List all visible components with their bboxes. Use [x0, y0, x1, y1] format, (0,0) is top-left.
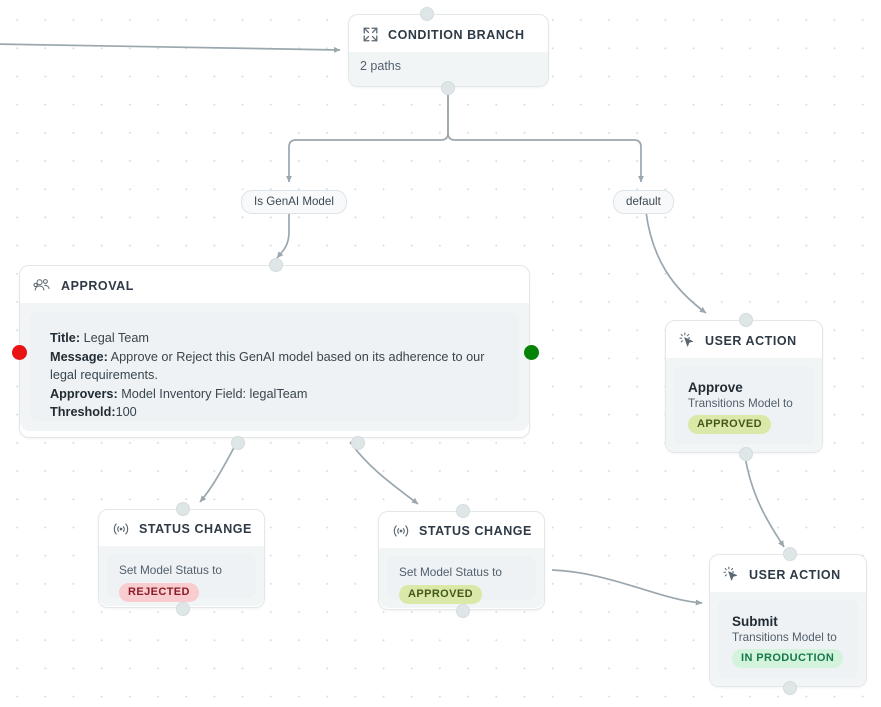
users-group-icon: [33, 277, 52, 294]
edge-default-to-user-approve: [645, 211, 707, 314]
approval-message-row: Message: Approve or Reject this GenAI mo…: [50, 348, 501, 385]
handle-top[interactable]: [420, 7, 434, 21]
broadcast-icon: [392, 523, 410, 539]
node-user-action-submit[interactable]: USER ACTION Submit Transitions Model to …: [709, 547, 867, 695]
node-body: Title: Legal Team Message: Approve or Re…: [20, 303, 529, 431]
node-body: Approve Transitions Model to APPROVED: [666, 358, 822, 452]
approval-title-row: Title: Legal Team: [50, 329, 501, 348]
status-badge: APPROVED: [688, 415, 771, 434]
node-header: STATUS CHANGE: [379, 512, 544, 548]
user-action-panel: Approve Transitions Model to APPROVED: [674, 366, 814, 444]
handle-bottom-left[interactable]: [231, 436, 245, 450]
approval-threshold-row: Threshold:100: [50, 403, 501, 422]
handle-top[interactable]: [739, 313, 753, 327]
broadcast-icon: [112, 521, 130, 537]
status-badge: IN PRODUCTION: [732, 649, 844, 668]
approval-title-label: Title:: [50, 331, 81, 345]
status-change-line: Set Model Status to: [119, 563, 222, 577]
approval-title-value: Legal Team: [80, 331, 149, 345]
click-cursor-icon: [723, 566, 740, 583]
node-header: APPROVAL: [20, 266, 529, 303]
node-title: APPROVAL: [61, 278, 134, 293]
status-panel: Set Model Status to APPROVED: [387, 556, 536, 604]
edge-incoming: [0, 43, 341, 53]
node-user-action-approve[interactable]: USER ACTION Approve Transitions Model to…: [665, 313, 823, 461]
handle-top[interactable]: [456, 504, 470, 518]
handle-bottom[interactable]: [783, 681, 797, 695]
branch-label-text: default: [626, 195, 661, 208]
approval-message-label: Message:: [50, 349, 108, 364]
user-action-transition-text: Transitions Model to: [732, 631, 837, 644]
edge-approved-to-submit: [551, 569, 703, 606]
paths-count-label: 2 paths: [360, 59, 402, 73]
edge-branch-to-genai: [286, 94, 449, 183]
edge-approval-to-approved: [349, 441, 419, 505]
expand-arrows-icon: [362, 26, 379, 43]
approval-threshold-value: 100: [115, 405, 137, 420]
node-body: Set Model Status to REJECTED: [99, 546, 264, 606]
user-action-name: Approve: [688, 380, 743, 395]
approval-threshold-label: Threshold:: [50, 405, 116, 420]
node-approval[interactable]: APPROVAL Title: Legal Team Message: Appr…: [12, 258, 539, 450]
click-cursor-icon: [679, 332, 696, 349]
branch-label-default[interactable]: default: [613, 190, 674, 214]
branch-label-text: Is GenAI Model: [254, 195, 334, 208]
status-badge: REJECTED: [119, 583, 199, 602]
handle-bottom-right[interactable]: [351, 436, 365, 450]
approval-approvers-row: Approvers: Model Inventory Field: legalT…: [50, 385, 501, 404]
handle-top[interactable]: [269, 258, 283, 272]
node-title: USER ACTION: [749, 567, 841, 582]
edge-approve-to-submit: [744, 455, 785, 548]
node-condition-branch[interactable]: CONDITION BRANCH 2 paths: [348, 7, 549, 95]
node-title: STATUS CHANGE: [419, 524, 532, 538]
user-action-transition-text: Transitions Model to: [688, 397, 793, 410]
node-header: USER ACTION: [666, 321, 822, 358]
port-reject[interactable]: [12, 345, 27, 360]
node-title: USER ACTION: [705, 333, 797, 348]
node-header: CONDITION BRANCH: [349, 15, 548, 52]
node-status-change-approved[interactable]: STATUS CHANGE Set Model Status to APPROV…: [378, 504, 545, 618]
node-body: 2 paths: [349, 52, 548, 86]
node-status-change-rejected[interactable]: STATUS CHANGE Set Model Status to REJECT…: [98, 502, 265, 616]
user-action-panel: Submit Transitions Model to IN PRODUCTIO…: [718, 600, 858, 678]
handle-top[interactable]: [783, 547, 797, 561]
user-action-name: Submit: [732, 614, 778, 629]
edge-genai-to-approval: [276, 212, 290, 259]
handle-bottom[interactable]: [456, 604, 470, 618]
branch-label-is-genai-model[interactable]: Is GenAI Model: [241, 190, 347, 214]
node-header: USER ACTION: [710, 555, 866, 592]
handle-bottom[interactable]: [739, 447, 753, 461]
node-title: STATUS CHANGE: [139, 522, 252, 536]
approval-message-value: Approve or Reject this GenAI model based…: [50, 349, 485, 383]
status-change-line: Set Model Status to: [399, 565, 502, 579]
edge-approval-to-rejected: [199, 441, 238, 503]
status-panel: Set Model Status to REJECTED: [107, 554, 256, 602]
status-badge: APPROVED: [399, 585, 482, 604]
port-approve[interactable]: [524, 345, 539, 360]
node-body: Set Model Status to APPROVED: [379, 548, 544, 608]
node-header: STATUS CHANGE: [99, 510, 264, 546]
node-title: CONDITION BRANCH: [388, 27, 525, 42]
handle-top[interactable]: [176, 502, 190, 516]
approval-details-panel: Title: Legal Team Message: Approve or Re…: [30, 312, 519, 421]
approval-approvers-label: Approvers:: [50, 386, 118, 401]
handle-bottom[interactable]: [176, 602, 190, 616]
node-body: Submit Transitions Model to IN PRODUCTIO…: [710, 592, 866, 686]
handle-bottom[interactable]: [441, 81, 455, 95]
edge-branch-to-default: [447, 94, 645, 183]
approval-approvers-value: Model Inventory Field: legalTeam: [117, 386, 308, 401]
